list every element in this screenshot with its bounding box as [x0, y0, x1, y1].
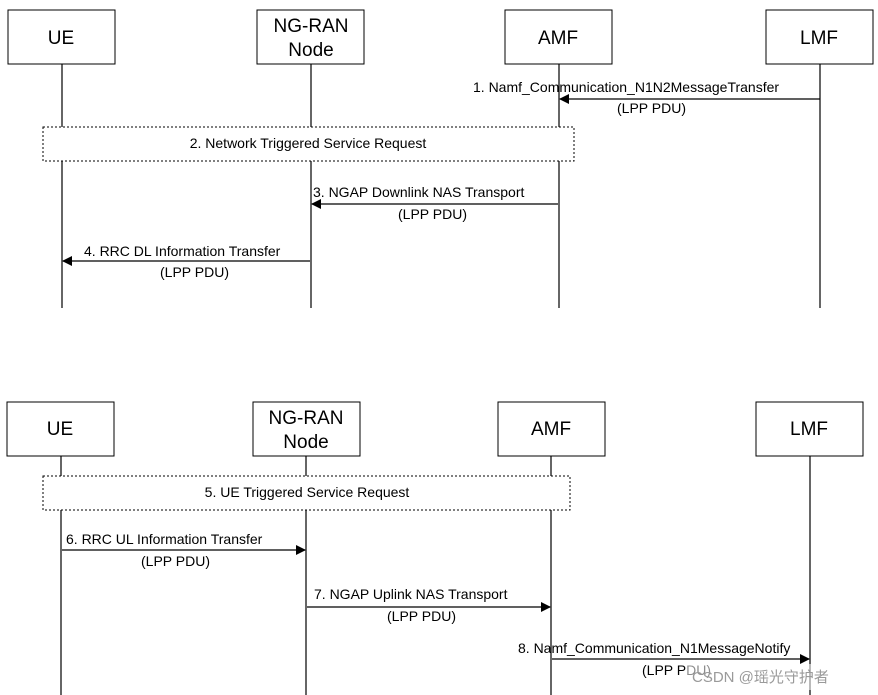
message-4: 4. RRC DL Information Transfer (LPP PDU)	[62, 243, 310, 280]
entity-label: UE	[48, 28, 74, 49]
entity-label: NG-RAN	[274, 16, 349, 37]
entity-label: Node	[288, 40, 333, 61]
message-label: 8. Namf_Communication_N1MessageNotify	[518, 640, 790, 656]
message-label: 4. RRC DL Information Transfer	[84, 243, 281, 259]
entity-label: AMF	[531, 419, 571, 440]
message-sublabel: (LPP PDU)	[617, 100, 686, 116]
message-sublabel: (LPP PDU)	[160, 264, 229, 280]
entity-label: Node	[283, 432, 328, 453]
entity-label: LMF	[800, 28, 838, 49]
top-diagram: UE NG-RAN Node AMF LMF 1. Namf_Communica…	[7, 9, 874, 308]
message-3: 3. NGAP Downlink NAS Transport (LPP PDU)	[311, 184, 558, 222]
procedure-label: 5. UE Triggered Service Request	[205, 484, 410, 500]
message-7: 7. NGAP Uplink NAS Transport (LPP PDU)	[307, 586, 551, 624]
message-label: 6. RRC UL Information Transfer	[66, 531, 263, 547]
entity-amf: AMF	[504, 9, 613, 65]
entity-lmf: LMF	[765, 9, 874, 65]
message-6: 6. RRC UL Information Transfer (LPP PDU)	[62, 531, 306, 569]
message-sublabel: (LPP PDU)	[387, 608, 456, 624]
entity-ue: UE	[7, 9, 116, 65]
watermark-backdrop	[686, 664, 878, 690]
procedure-5: 5. UE Triggered Service Request	[42, 475, 571, 511]
entity-ue: UE	[6, 401, 115, 457]
message-sublabel: (LPP PDU)	[141, 553, 210, 569]
entity-ngran: NG-RAN Node	[252, 401, 361, 457]
entity-lmf: LMF	[755, 401, 864, 457]
message-label: 3. NGAP Downlink NAS Transport	[313, 184, 524, 200]
entity-label: NG-RAN	[269, 408, 344, 429]
procedure-label: 2. Network Triggered Service Request	[190, 135, 427, 151]
entity-ngran: NG-RAN Node	[256, 9, 365, 65]
entity-label: AMF	[538, 28, 578, 49]
bottom-diagram: UE NG-RAN Node AMF LMF 5. UE Triggered S…	[6, 401, 864, 695]
entity-amf: AMF	[497, 401, 606, 457]
watermark: CSDN @瑶光守护者	[692, 669, 829, 686]
message-sublabel: (LPP PDU)	[398, 206, 467, 222]
message-1: 1. Namf_Communication_N1N2MessageTransfe…	[473, 79, 820, 116]
entity-label: UE	[47, 419, 73, 440]
procedure-2: 2. Network Triggered Service Request	[42, 126, 575, 162]
entity-label: LMF	[790, 419, 828, 440]
message-label: 7. NGAP Uplink NAS Transport	[314, 586, 508, 602]
message-label: 1. Namf_Communication_N1N2MessageTransfe…	[473, 79, 779, 95]
